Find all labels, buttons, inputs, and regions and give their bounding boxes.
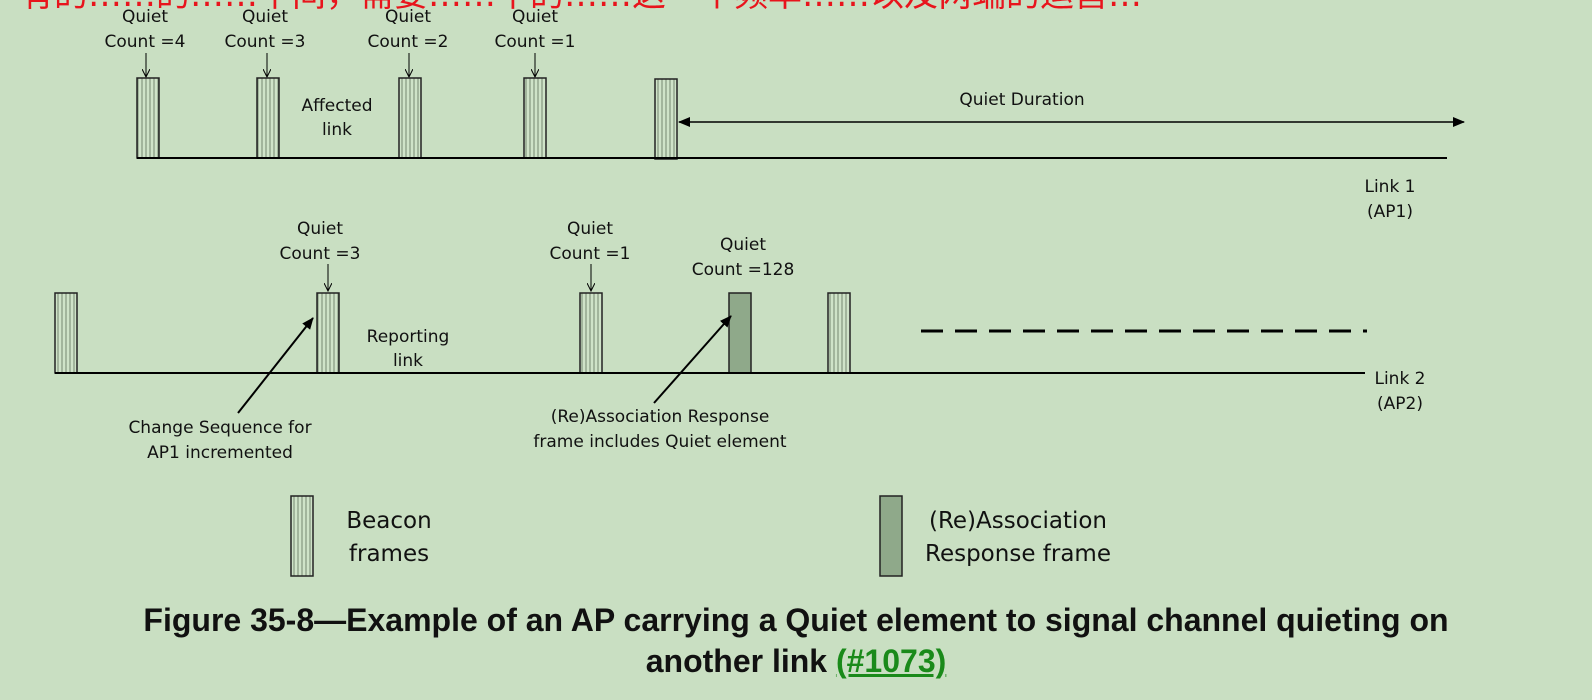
link1-beacon-frame-2 (256, 77, 280, 159)
svg-text:Count =3: Count =3 (280, 244, 361, 264)
link1-beacon-frame-4 (523, 77, 547, 159)
figure-caption: Figure 35-8—Example of an AP carrying a … (0, 600, 1592, 682)
svg-text:Quiet: Quiet (567, 219, 613, 239)
link2-name: Link 2 (AP2) (1374, 369, 1425, 414)
svg-text:Quiet: Quiet (122, 7, 168, 27)
link2-beacon-frame-3 (579, 292, 603, 374)
reporting-link-label: Reporting link (367, 327, 450, 371)
svg-text:Quiet: Quiet (720, 235, 766, 255)
link1-quiet-label-4: Quiet Count =1 (495, 7, 576, 52)
change-sequence-arrow (237, 317, 314, 414)
link2-quiet-label-2: Quiet Count =1 (550, 219, 631, 264)
affected-link-label: Affected link (301, 96, 372, 140)
legend-reassoc-swatch (879, 495, 903, 577)
link1-beacon-frame-1 (136, 77, 160, 159)
banner-text: 有的……的……中间，需要……中的……这一个频率……以及两端的运营… (20, 0, 1142, 15)
link1-quiet-label-3: Quiet Count =2 (368, 7, 449, 52)
svg-text:Count =1: Count =1 (495, 32, 576, 52)
svg-text:Change Sequence for: Change Sequence for (128, 418, 311, 438)
svg-text:AP1 incremented: AP1 incremented (147, 443, 293, 463)
svg-text:Quiet: Quiet (385, 7, 431, 27)
svg-text:(AP2): (AP2) (1377, 394, 1423, 414)
svg-text:link: link (322, 120, 352, 140)
link2-quiet-label-1: Quiet Count =3 (280, 219, 361, 264)
svg-text:Count =2: Count =2 (368, 32, 449, 52)
link1-name: Link 1 (AP1) (1364, 177, 1415, 222)
legend-reassoc-label-1: (Re)Association (929, 508, 1107, 534)
reassoc-note: (Re)Association Response frame includes … (533, 407, 787, 452)
svg-text:(AP1): (AP1) (1367, 202, 1413, 222)
link1-beacon-frame-5 (654, 78, 678, 160)
svg-text:link: link (393, 351, 423, 371)
svg-text:Link 1: Link 1 (1364, 177, 1415, 197)
caption-line-2-text: another link (645, 643, 828, 679)
quiet-duration-label: Quiet Duration (959, 90, 1084, 110)
svg-text:Affected: Affected (301, 96, 372, 116)
svg-text:Count =3: Count =3 (225, 32, 306, 52)
link2-diagram: Quiet Count =3 Quiet Count =1 Quiet Coun… (54, 219, 1426, 463)
svg-text:Count =128: Count =128 (692, 260, 795, 280)
link1-beacon-frame-3 (398, 77, 422, 159)
link2-beacon-frame-1 (54, 292, 78, 374)
caption-line-2: another link (#1073) (0, 641, 1592, 682)
legend-beacon-label-2: frames (349, 541, 429, 567)
link1-diagram: Quiet Count =4 Quiet Count =3 Quiet Coun… (105, 7, 1465, 222)
link2-quiet-label-3: Quiet Count =128 (692, 235, 795, 280)
svg-text:Count =1: Count =1 (550, 244, 631, 264)
legend-beacon-swatch (290, 495, 314, 577)
svg-text:Quiet: Quiet (512, 7, 558, 27)
legend-reassoc-label-2: Response frame (925, 541, 1111, 567)
link2-beacon-frame-4 (827, 292, 851, 374)
svg-text:Quiet: Quiet (297, 219, 343, 239)
svg-text:(Re)Association Response: (Re)Association Response (551, 407, 770, 427)
caption-reference-link[interactable]: (#1073) (835, 643, 947, 679)
svg-text:Count =4: Count =4 (105, 32, 186, 52)
caption-line-1: Figure 35-8—Example of an AP carrying a … (143, 602, 1449, 638)
legend: Beacon frames (Re)Association Response f… (290, 495, 1111, 577)
svg-text:Reporting: Reporting (367, 327, 450, 347)
legend-beacon-label-1: Beacon (346, 508, 431, 534)
svg-text:frame includes Quiet element: frame includes Quiet element (533, 432, 787, 452)
link1-quiet-label-2: Quiet Count =3 (225, 7, 306, 52)
svg-text:Quiet: Quiet (242, 7, 288, 27)
reassoc-note-arrow (653, 315, 732, 404)
link1-quiet-label-1: Quiet Count =4 (105, 7, 186, 52)
svg-text:Link 2: Link 2 (1374, 369, 1425, 389)
change-sequence-note: Change Sequence for AP1 incremented (128, 418, 311, 463)
link2-reassoc-frame (728, 292, 752, 374)
link2-beacon-frame-2 (316, 292, 340, 374)
